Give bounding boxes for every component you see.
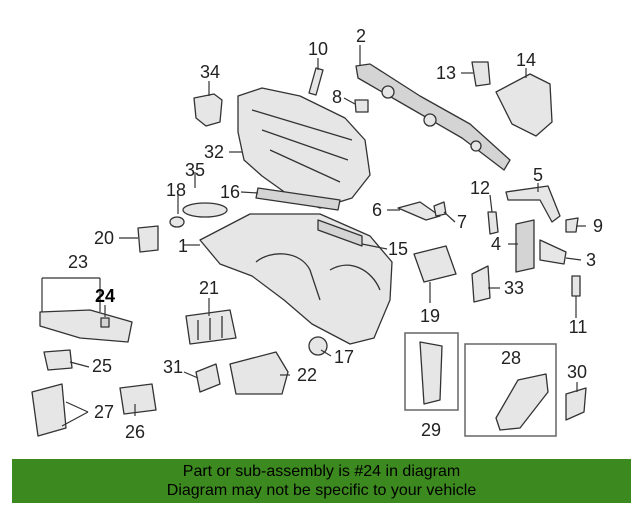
callout-18: 18	[166, 180, 186, 200]
part-7-drawing	[433, 201, 447, 217]
part-drawings	[31, 61, 587, 437]
callout-11: 11	[569, 317, 588, 337]
callout-23: 23	[68, 252, 88, 272]
callout-3: 3	[586, 250, 596, 270]
callout-2: 2	[356, 26, 366, 46]
callout-10: 10	[308, 39, 328, 59]
part-13-drawing	[471, 61, 491, 87]
callout-1: 1	[178, 236, 188, 256]
callout-27: 27	[94, 402, 114, 422]
part-26-drawing	[119, 383, 157, 415]
callout-31: 31	[163, 357, 183, 377]
part-31-drawing	[195, 363, 221, 393]
part-30-drawing	[565, 387, 587, 421]
banner-line-disclaimer: Diagram may not be specific to your vehi…	[166, 482, 477, 499]
callout-6: 6	[372, 200, 382, 220]
part-20-drawing	[137, 225, 159, 253]
part-10-drawing	[308, 67, 324, 96]
callout-20: 20	[94, 228, 114, 248]
part-29-drawing	[419, 341, 443, 405]
callout-19: 19	[420, 306, 440, 326]
callout-4: 4	[491, 234, 501, 254]
banner-line-part: Part or sub-assembly is #24 in diagram	[182, 463, 461, 480]
part-33-drawing	[471, 265, 491, 303]
callout-numbers: 1 2 3 4 5 6 7 8 9 10 11 12 13 14 15 16 1…	[68, 26, 603, 442]
callout-14: 14	[516, 50, 536, 70]
part-25-drawing	[43, 349, 73, 371]
callout-34: 34	[200, 62, 220, 82]
part-19-drawing	[413, 245, 457, 283]
callout-17: 17	[334, 347, 354, 367]
parts-diagram: 1 2 3 4 5 6 7 8 9 10 11 12 13 14 15 16 1…	[31, 26, 603, 442]
part-29-box	[404, 332, 459, 411]
part-23-drawing	[39, 309, 133, 343]
part-9-drawing	[565, 217, 579, 233]
part-1-drawing	[199, 213, 393, 345]
callout-24-highlighted: 24	[95, 286, 115, 306]
part-14-drawing	[495, 73, 553, 137]
callout-13: 13	[436, 63, 456, 83]
callout-33: 33	[504, 278, 524, 298]
part-22-drawing	[229, 351, 289, 395]
callout-22: 22	[297, 365, 317, 385]
callout-29: 29	[421, 420, 441, 440]
part-6-drawing	[397, 201, 441, 221]
callout-16: 16	[220, 182, 240, 202]
part-18-drawing	[182, 202, 228, 218]
part-34-drawing	[193, 93, 223, 127]
part-5-drawing	[505, 185, 561, 223]
part-12-drawing	[487, 211, 499, 235]
leader-lines	[41, 45, 586, 427]
part-28-box	[464, 343, 557, 437]
part-21-drawing	[185, 309, 237, 345]
callout-28: 28	[501, 348, 521, 368]
part-8-drawing	[354, 99, 369, 113]
part-3-drawing	[539, 239, 567, 265]
callout-5: 5	[533, 165, 543, 185]
callout-8: 8	[332, 87, 342, 107]
part-28-drawing	[495, 373, 549, 431]
callout-32: 32	[204, 142, 224, 162]
callout-21: 21	[199, 278, 219, 298]
part-11-drawing	[571, 275, 581, 297]
part-27-drawing	[31, 383, 67, 437]
part-15-drawing	[317, 219, 363, 247]
part-32-drawing	[237, 87, 371, 209]
callout-35: 35	[185, 160, 205, 180]
info-banner: Part or sub-assembly is #24 in diagram D…	[12, 459, 631, 503]
callout-9: 9	[593, 216, 603, 236]
callout-30: 30	[567, 362, 587, 382]
callout-15: 15	[388, 239, 408, 259]
part-16-drawing	[255, 187, 341, 211]
part-4-drawing	[515, 219, 535, 273]
callout-25: 25	[92, 356, 112, 376]
part-24-drawing	[100, 317, 110, 328]
callout-7: 7	[457, 212, 467, 232]
callout-26: 26	[125, 422, 145, 442]
callout-12: 12	[470, 178, 490, 198]
